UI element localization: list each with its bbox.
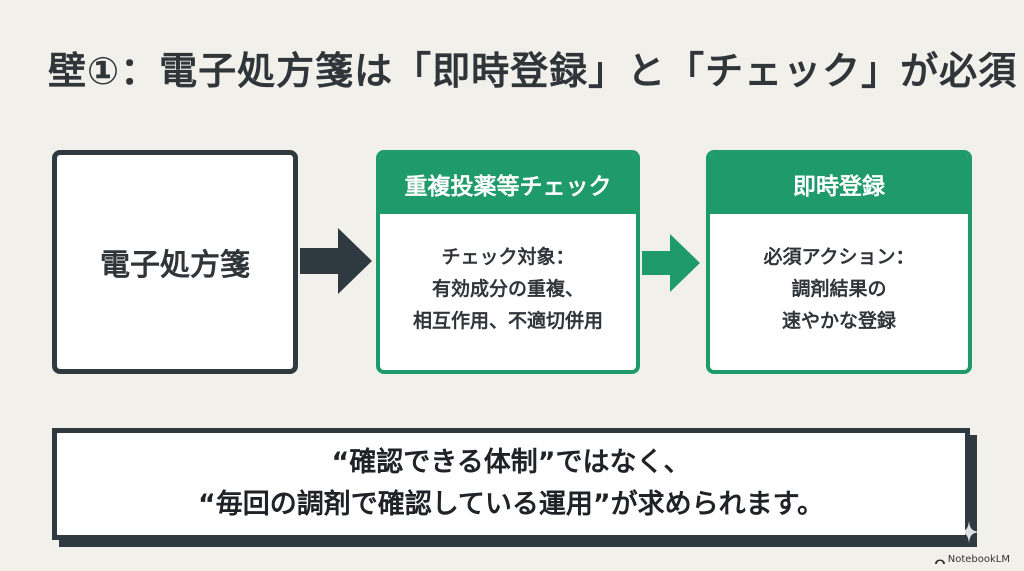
electronic-prescription-label: 電子処方箋 <box>100 248 250 283</box>
electronic-prescription-box: 電子処方箋 <box>52 150 298 374</box>
duplicate-check-line: チェック対象： <box>441 246 575 268</box>
duplicate-check-box: 重複投薬等チェック チェック対象： 有効成分の重複、 相互作用、不適切併用 <box>376 150 640 374</box>
key-message-line: “確認できる体制”ではなく、 <box>331 447 691 478</box>
arrow-right-icon <box>300 228 372 294</box>
key-message-box: “確認できる体制”ではなく、 “毎回の調剤で確認している運用”が求められます。 <box>52 428 970 540</box>
slide-title: 壁①：電子処方箋は「即時登録」と「チェック」が必須 <box>48 49 1018 93</box>
duplicate-check-header: 重複投薬等チェック <box>380 154 636 214</box>
duplicate-check-line: 有効成分の重複、 <box>431 278 584 300</box>
sparkle-icon <box>958 521 980 543</box>
immediate-registration-header: 即時登録 <box>710 154 968 214</box>
immediate-registration-line: 必須アクション： <box>763 246 915 268</box>
key-message-line: “毎回の調剤で確認している運用”が求められます。 <box>198 489 824 520</box>
notebooklm-logo-icon <box>934 559 945 564</box>
immediate-registration-body: 必須アクション： 調剤結果の 速やかな登録 <box>710 214 968 370</box>
duplicate-check-line: 相互作用、不適切併用 <box>412 310 603 332</box>
duplicate-check-body: チェック対象： 有効成分の重複、 相互作用、不適切併用 <box>380 214 636 370</box>
arrow-right-icon <box>642 234 700 292</box>
notebooklm-watermark: NotebookLM <box>934 554 1010 565</box>
immediate-registration-line: 速やかな登録 <box>781 310 896 332</box>
brand-name: NotebookLM <box>947 554 1010 565</box>
immediate-registration-box: 即時登録 必須アクション： 調剤結果の 速やかな登録 <box>706 150 972 374</box>
immediate-registration-line: 調剤結果の <box>791 278 887 300</box>
